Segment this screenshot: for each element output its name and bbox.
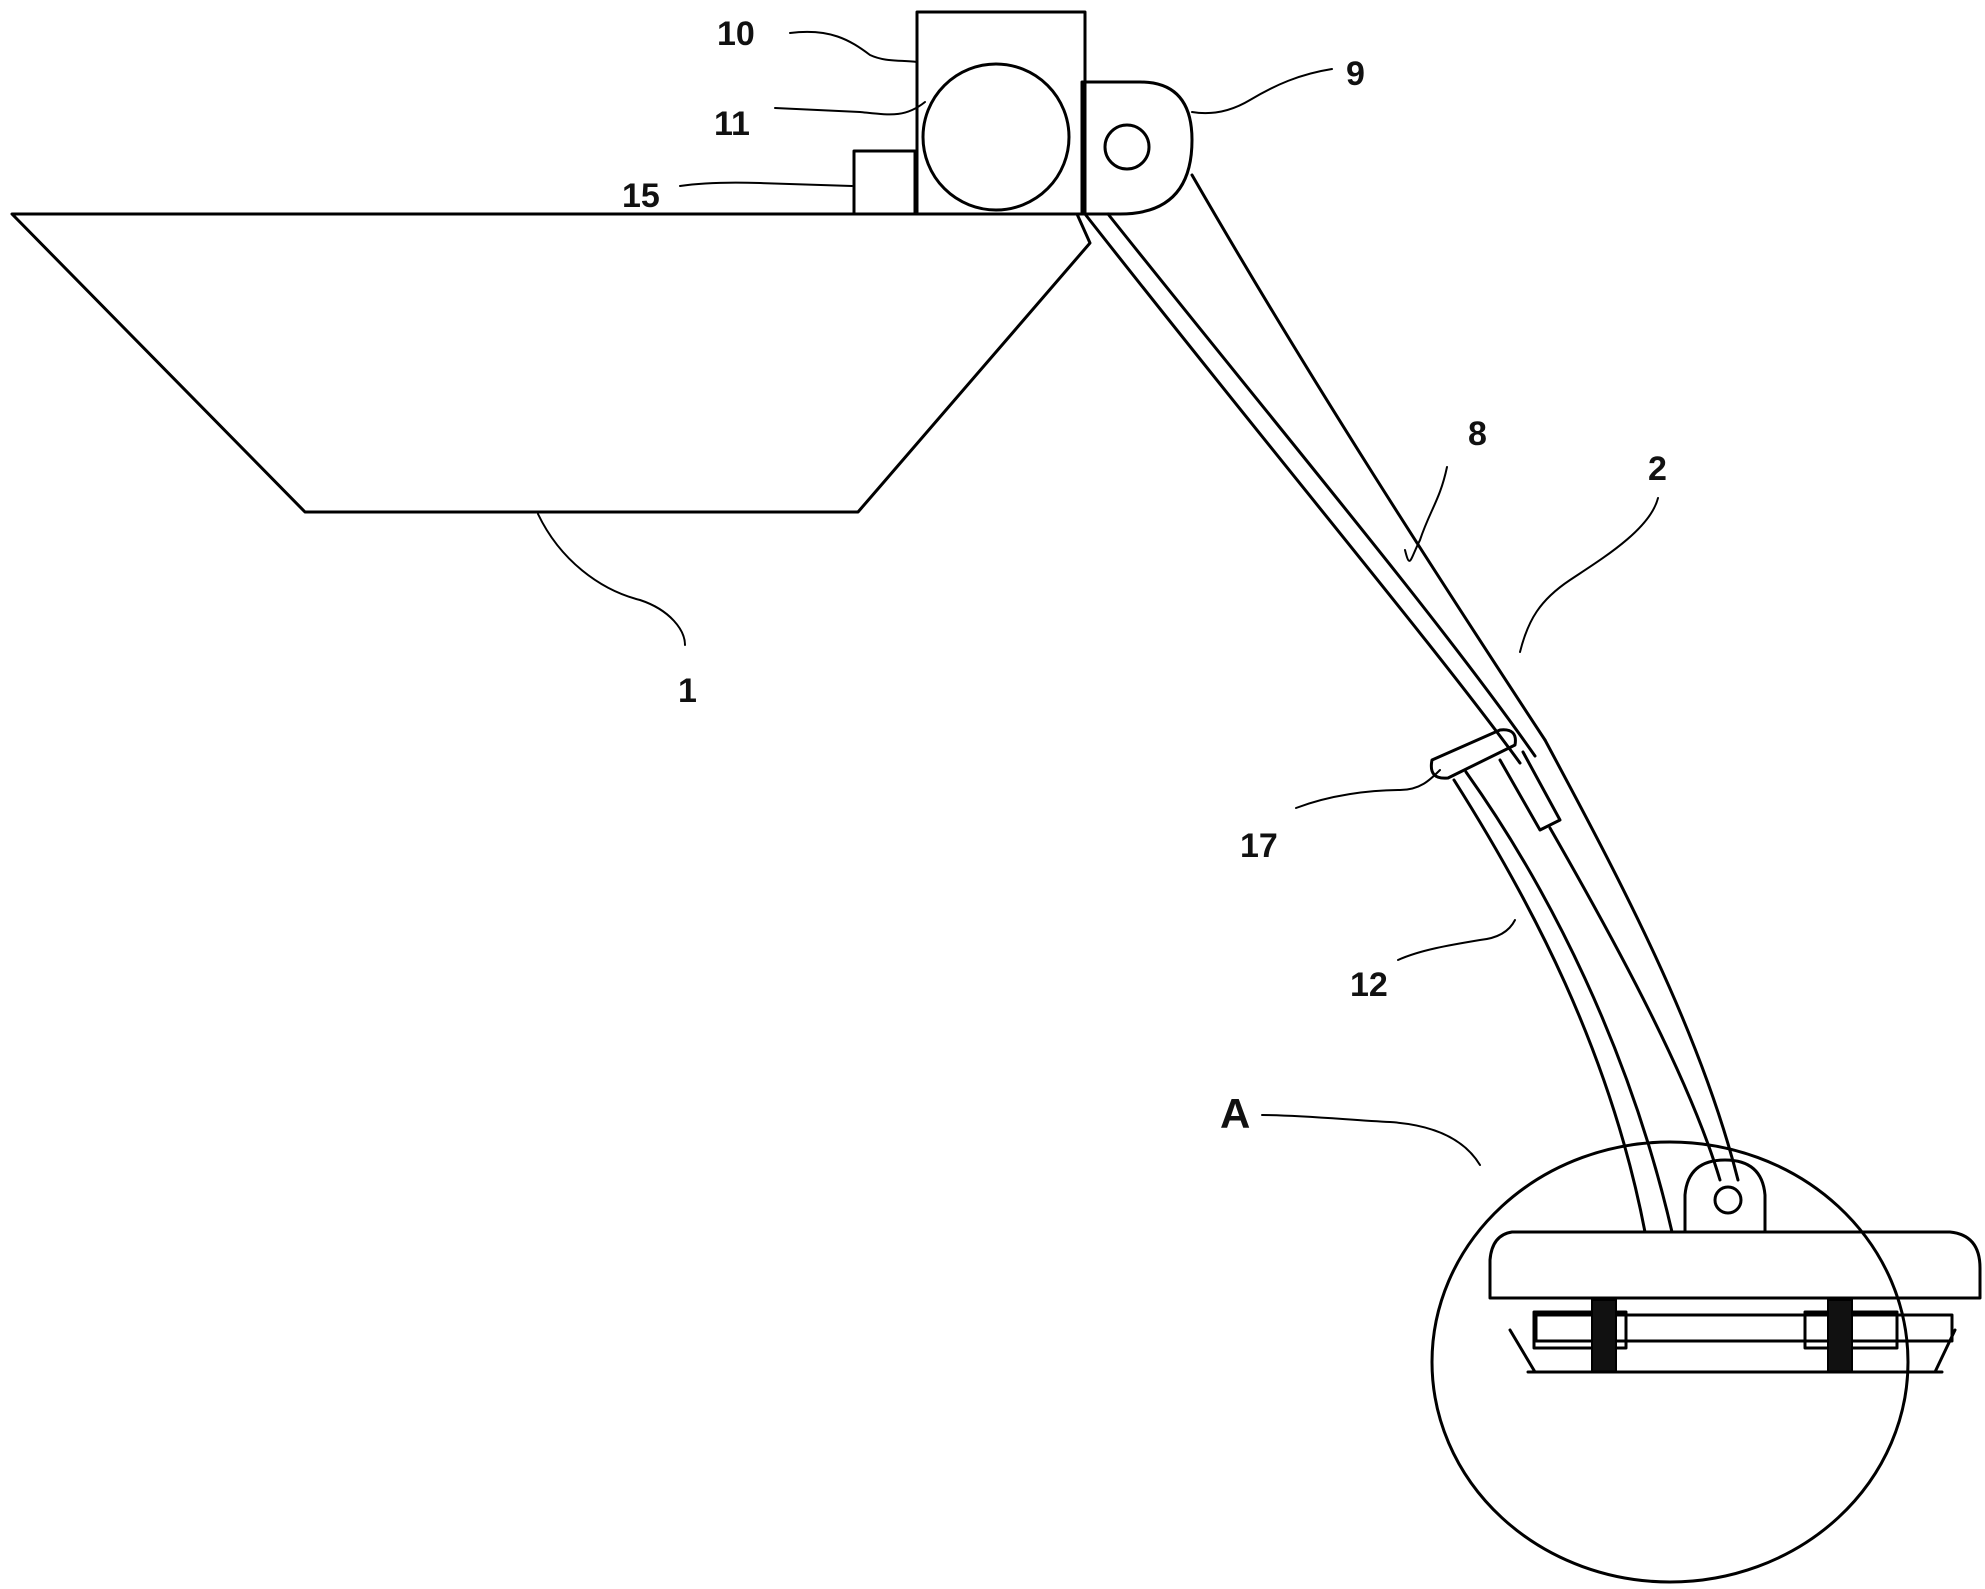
- pivot-bracket-9: [1080, 80, 1194, 216]
- piston-rod: [1548, 826, 1722, 1182]
- label-10: 10: [717, 15, 755, 53]
- cylinder-outer-left: [1452, 778, 1647, 1234]
- hull-body: [10, 212, 1092, 514]
- leader-15: [679, 181, 853, 187]
- leader-11: [774, 101, 926, 116]
- label-15: 15: [622, 177, 660, 215]
- arm-rod-right: [1190, 173, 1547, 742]
- roller-left: [1591, 1299, 1617, 1373]
- label-A: A: [1220, 1090, 1250, 1137]
- carriage-body: [1534, 1313, 1954, 1343]
- carriage-block-left: [1532, 1310, 1628, 1350]
- piston-lower-right: [1498, 750, 1562, 832]
- arm-rod-mid: [1106, 212, 1537, 758]
- detail-circle-A: [1430, 1140, 1910, 1584]
- label-12: 12: [1350, 966, 1388, 1004]
- lower-pivot-bracket: [1683, 1158, 1767, 1234]
- base-plate: [1488, 1230, 1982, 1300]
- blade-right: [1878, 1328, 1957, 1374]
- blade-left: [1508, 1328, 1592, 1374]
- label-11: 11: [714, 105, 750, 143]
- leader-A: [1261, 1114, 1481, 1166]
- leader-10: [789, 30, 918, 63]
- roller-right: [1827, 1299, 1853, 1373]
- label-1: 1: [678, 672, 697, 710]
- label-17: 17: [1240, 827, 1278, 865]
- arm-rod-left: [1083, 212, 1522, 765]
- cylinder-outer-right: [1543, 738, 1740, 1182]
- label-8: 8: [1468, 415, 1487, 453]
- leader-1: [537, 513, 686, 646]
- small-box-15: [852, 149, 917, 216]
- label-2: 2: [1648, 450, 1667, 488]
- leader-12: [1397, 919, 1516, 961]
- large-wheel-11: [921, 62, 1071, 212]
- leader-8: [1404, 466, 1448, 562]
- lower-pivot-hole: [1713, 1185, 1743, 1215]
- clamp-ring-17: [1429, 728, 1517, 780]
- leader-9: [1191, 68, 1333, 115]
- label-9: 9: [1346, 55, 1365, 93]
- leader-2: [1519, 497, 1659, 653]
- cylinder-inner: [1464, 770, 1674, 1234]
- leader-17: [1295, 769, 1441, 809]
- pivot-hole-9: [1103, 123, 1151, 171]
- housing-box-10: [915, 10, 1087, 216]
